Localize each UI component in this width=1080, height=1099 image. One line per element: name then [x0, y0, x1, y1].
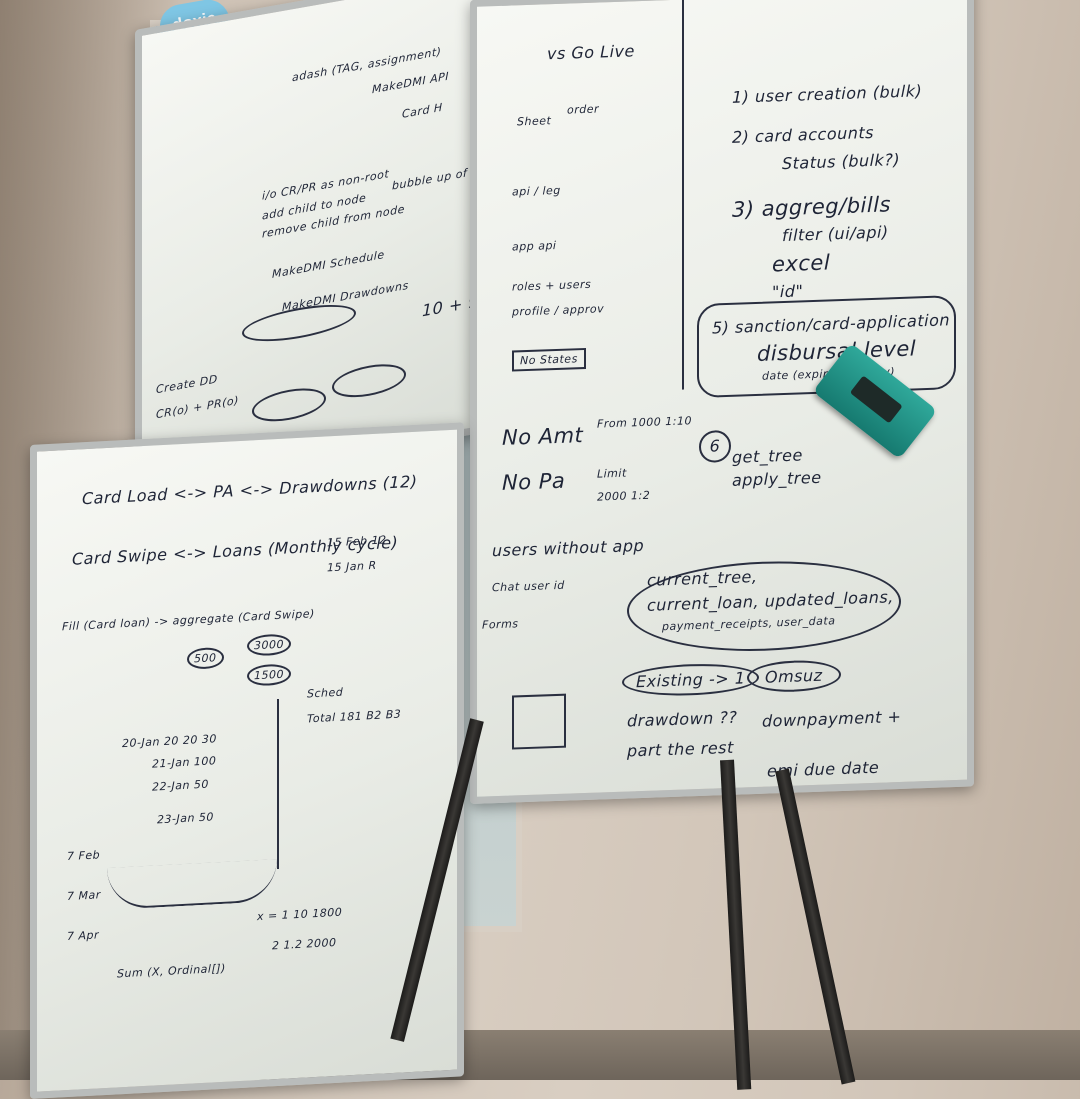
board-text-boxed: No States [512, 347, 586, 372]
board-text: roles + users [512, 277, 592, 294]
board-text-circled: 1500 [247, 663, 291, 687]
board-text: x = 1 10 1800 [257, 905, 343, 924]
board-text: current_tree, [647, 566, 758, 590]
board-text: Status (bulk?) [782, 149, 901, 174]
board-text-circled: Existing -> 1 [622, 661, 760, 698]
drawn-ellipse [252, 383, 326, 427]
board-text: From 1000 1:10 [597, 414, 692, 431]
drawn-curve [107, 859, 277, 910]
board-text: drawdown ?? [627, 707, 738, 731]
board-text: part the rest [627, 737, 734, 761]
board-text: 2) card accounts [732, 122, 875, 147]
board-text-circled: 3000 [247, 633, 291, 657]
board-text: apply_tree [732, 467, 822, 490]
board-text-circled: 6 [699, 429, 731, 464]
drawn-ellipse [332, 359, 406, 403]
board-text: get_tree [732, 445, 803, 467]
board-text-circled: 500 [187, 646, 224, 670]
whiteboard-back-left: adash (TAG, assignment) MakeDMI API Card… [135, 0, 546, 494]
board-text: MakeDMI API [372, 69, 449, 97]
whiteboard-front: Card Load <-> PA <-> Drawdowns (12) Card… [30, 422, 464, 1099]
board-text: 7 Apr [67, 928, 100, 944]
board-text: Fill (Card loan) -> aggregate (Card Swip… [62, 607, 315, 634]
board-text: Forms [482, 617, 519, 632]
board-text: "id" [772, 281, 804, 302]
drawn-divider-line [682, 0, 684, 390]
board-text: Card Load <-> PA <-> Drawdowns (12) [82, 471, 418, 509]
board-text: 1) user creation (bulk) [732, 81, 923, 107]
board-text: Limit [597, 466, 627, 481]
board-text: users without app [492, 535, 645, 561]
board-text-circled: Omsuz [747, 659, 841, 694]
board-text: Chat user id [492, 578, 565, 595]
board-text: app api [512, 238, 557, 254]
board-text: vs Go Live [547, 41, 635, 64]
board-text: No Amt [502, 423, 584, 450]
board-text: 15 Jan R [327, 558, 377, 575]
board-text: Sheet [517, 114, 552, 129]
board-text: order [567, 102, 600, 117]
board-text: 7 Mar [67, 888, 101, 904]
board-text: profile / approv [512, 302, 605, 319]
board-text: 20-Jan 20 20 30 [122, 732, 217, 751]
board-text: Create DD [156, 372, 218, 397]
board-text: api / leg [512, 183, 561, 199]
board-text: CR(o) + PR(o) [156, 393, 239, 422]
board-text: No Pa [502, 468, 566, 495]
drawn-square [512, 693, 566, 750]
board-text: Card H [402, 100, 443, 121]
board-text: Total 181 B2 B3 [307, 707, 402, 726]
drawn-divider-line [277, 698, 279, 870]
board-text: 7 Feb [67, 848, 101, 864]
board-text: MakeDMI Schedule [272, 247, 385, 281]
board-text: 3) aggreg/bills [732, 192, 891, 222]
board-text: 22-Jan 50 [152, 777, 209, 794]
board-text: 2 1.2 2000 [272, 935, 337, 953]
board-text: downpayment + [762, 706, 902, 731]
board-text: filter (ui/api) [782, 222, 889, 246]
board-text: 2000 1:2 [597, 488, 651, 504]
board-text: 21-Jan 100 [152, 754, 217, 771]
board-text: Sum (X, Ordinal[]) [117, 961, 226, 981]
board-text: 23-Jan 50 [157, 810, 214, 827]
board-text: excel [772, 250, 831, 277]
board-text: Sched [307, 685, 344, 701]
